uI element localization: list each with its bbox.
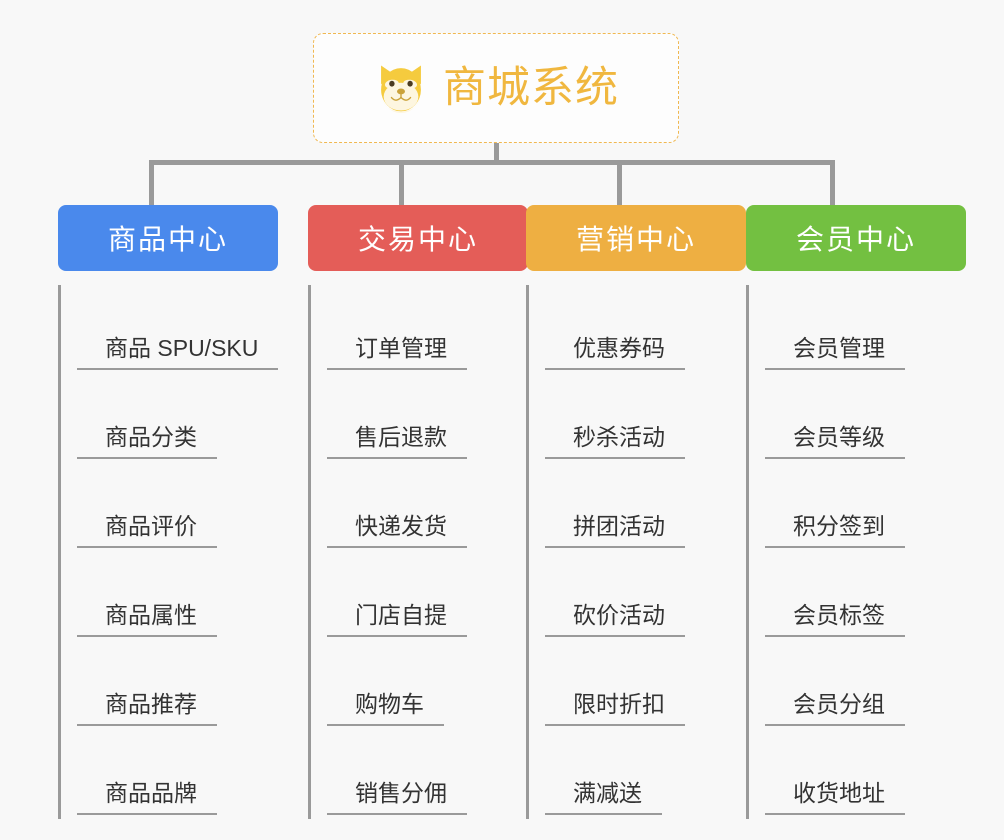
list-item-label: 商品属性 — [77, 602, 217, 637]
list-item-label: 快递发货 — [327, 513, 467, 548]
list-item[interactable]: 拼团活动 — [545, 463, 746, 552]
list-item-label: 商品品牌 — [77, 780, 217, 815]
branch-header[interactable]: 商品中心 — [58, 205, 278, 271]
list-item[interactable]: 秒杀活动 — [545, 374, 746, 463]
list-item-label: 商品评价 — [77, 513, 217, 548]
list-item-label: 商品 SPU/SKU — [77, 335, 279, 370]
list-item-label: 优惠券码 — [545, 335, 685, 370]
list-item[interactable]: 会员管理 — [765, 285, 966, 374]
branch-member-center: 会员中心 会员管理 会员等级 积分签到 会员标签 会员分组 收货地址 — [746, 205, 966, 819]
connector-drop-2 — [617, 162, 622, 205]
list-item[interactable]: 会员等级 — [765, 374, 966, 463]
connector-drop-0 — [149, 162, 154, 205]
list-item[interactable]: 商品属性 — [77, 552, 278, 641]
list-item[interactable]: 会员标签 — [765, 552, 966, 641]
list-item[interactable]: 收货地址 — [765, 730, 966, 819]
list-item[interactable]: 售后退款 — [327, 374, 528, 463]
root-node[interactable]: 商城系统 — [313, 33, 679, 143]
list-item-label: 会员等级 — [765, 424, 905, 459]
branch-items: 商品 SPU/SKU 商品分类 商品评价 商品属性 商品推荐 商品品牌 — [58, 285, 279, 819]
list-item[interactable]: 商品推荐 — [77, 641, 278, 730]
dog-face-icon — [381, 65, 421, 114]
branch-items: 订单管理 售后退款 快递发货 门店自提 购物车 销售分佣 — [308, 285, 528, 819]
list-item-label: 拼团活动 — [545, 513, 685, 548]
branch-product-center: 商品中心 商品 SPU/SKU 商品分类 商品评价 商品属性 商品推荐 商品品牌 — [58, 205, 279, 819]
list-item-label: 积分签到 — [765, 513, 905, 548]
connector-stem — [494, 143, 499, 162]
branch-header-label: 会员中心 — [795, 224, 916, 255]
root-title: 商城系统 — [443, 63, 619, 112]
list-item-label: 会员管理 — [765, 335, 905, 370]
list-item[interactable]: 商品分类 — [77, 374, 278, 463]
list-item-label: 秒杀活动 — [545, 424, 685, 459]
list-item-label: 购物车 — [327, 691, 444, 726]
connector-drop-3 — [830, 162, 835, 205]
list-item[interactable]: 满减送 — [545, 730, 746, 819]
list-item-label: 会员标签 — [765, 602, 905, 637]
list-item-label: 满减送 — [545, 780, 662, 815]
list-item-label: 限时折扣 — [545, 691, 685, 726]
list-item-label: 砍价活动 — [545, 602, 685, 637]
list-item[interactable]: 销售分佣 — [327, 730, 528, 819]
list-item[interactable]: 砍价活动 — [545, 552, 746, 641]
list-item[interactable]: 限时折扣 — [545, 641, 746, 730]
list-item[interactable]: 商品 SPU/SKU — [77, 285, 279, 374]
list-item[interactable]: 快递发货 — [327, 463, 528, 552]
branch-header-label: 营销中心 — [575, 224, 696, 255]
list-item-label: 门店自提 — [327, 602, 467, 637]
list-item-label: 商品推荐 — [77, 691, 217, 726]
list-item-label: 销售分佣 — [327, 780, 467, 815]
list-item[interactable]: 会员分组 — [765, 641, 966, 730]
list-item[interactable]: 商品评价 — [77, 463, 278, 552]
list-item-label: 售后退款 — [327, 424, 467, 459]
branch-items: 优惠券码 秒杀活动 拼团活动 砍价活动 限时折扣 满减送 — [526, 285, 746, 819]
connector-drop-1 — [399, 162, 404, 205]
branch-header[interactable]: 交易中心 — [308, 205, 528, 271]
connector-bus — [149, 160, 835, 165]
list-item[interactable]: 购物车 — [327, 641, 528, 730]
list-item[interactable]: 积分签到 — [765, 463, 966, 552]
list-item[interactable]: 优惠券码 — [545, 285, 746, 374]
branch-header-label: 交易中心 — [357, 224, 478, 255]
list-item-label: 收货地址 — [765, 780, 905, 815]
branch-marketing-center: 营销中心 优惠券码 秒杀活动 拼团活动 砍价活动 限时折扣 满减送 — [526, 205, 746, 819]
branch-trade-center: 交易中心 订单管理 售后退款 快递发货 门店自提 购物车 销售分佣 — [308, 205, 528, 819]
branch-header-label: 商品中心 — [107, 224, 228, 255]
list-item-label: 会员分组 — [765, 691, 905, 726]
branch-header[interactable]: 会员中心 — [746, 205, 966, 271]
list-item[interactable]: 门店自提 — [327, 552, 528, 641]
list-item[interactable]: 订单管理 — [327, 285, 528, 374]
list-item-label: 订单管理 — [327, 335, 467, 370]
branch-items: 会员管理 会员等级 积分签到 会员标签 会员分组 收货地址 — [746, 285, 966, 819]
branch-header[interactable]: 营销中心 — [526, 205, 746, 271]
list-item[interactable]: 商品品牌 — [77, 730, 278, 819]
list-item-label: 商品分类 — [77, 424, 217, 459]
